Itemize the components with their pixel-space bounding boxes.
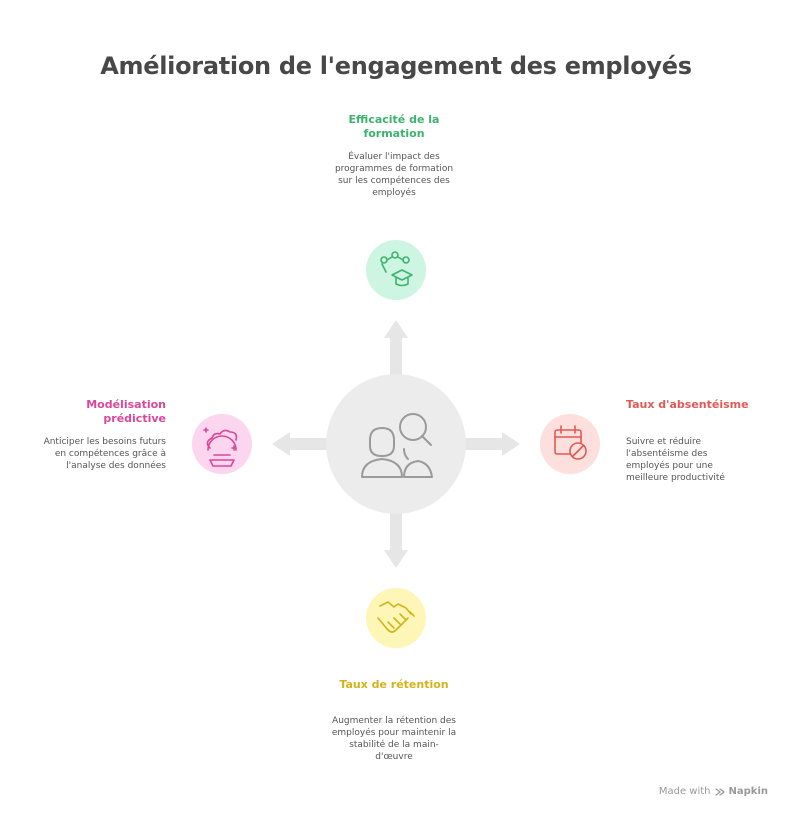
arrow-right xyxy=(460,432,520,456)
arrow-left xyxy=(272,432,332,456)
bottom-node-title: Taux de rétention xyxy=(339,678,449,691)
graduation-network-icon xyxy=(380,251,413,287)
arrows xyxy=(272,320,520,568)
crystal-ball-icon xyxy=(203,427,238,467)
footer-brand: Napkin xyxy=(728,786,768,797)
right-node-description: Suivre et réduire l'absentéisme des empl… xyxy=(626,437,725,483)
arrow-down xyxy=(384,510,408,568)
right-node-circle xyxy=(540,414,600,474)
top-node-description: Évaluer l'impact des programmes de forma… xyxy=(334,152,454,198)
center-circle xyxy=(326,374,466,514)
bottom-node-circle xyxy=(366,588,426,648)
left-node-title: Modélisation prédictive xyxy=(86,398,166,425)
top-node-circle xyxy=(366,240,426,300)
handshake-icon xyxy=(377,601,415,633)
left-node-circle xyxy=(192,414,252,474)
arrow-up xyxy=(384,320,408,378)
made-with-footer[interactable]: Made with Napkin xyxy=(659,786,768,797)
calendar-blocked-icon xyxy=(554,425,587,460)
right-node-title: Taux d'absentéisme xyxy=(626,398,749,411)
footer-prefix: Made with xyxy=(658,786,711,797)
diagram-title: Amélioration de l'engagement des employé… xyxy=(100,52,692,80)
bottom-node-description: Augmenter la rétention des employés pour… xyxy=(331,716,457,762)
napkin-logo-icon xyxy=(714,787,725,796)
people-search-icon xyxy=(361,413,433,478)
left-node-description: Anticiper les besoins futurs en compéten… xyxy=(43,437,166,471)
top-node-title: Efficacité de la formation xyxy=(348,113,440,140)
